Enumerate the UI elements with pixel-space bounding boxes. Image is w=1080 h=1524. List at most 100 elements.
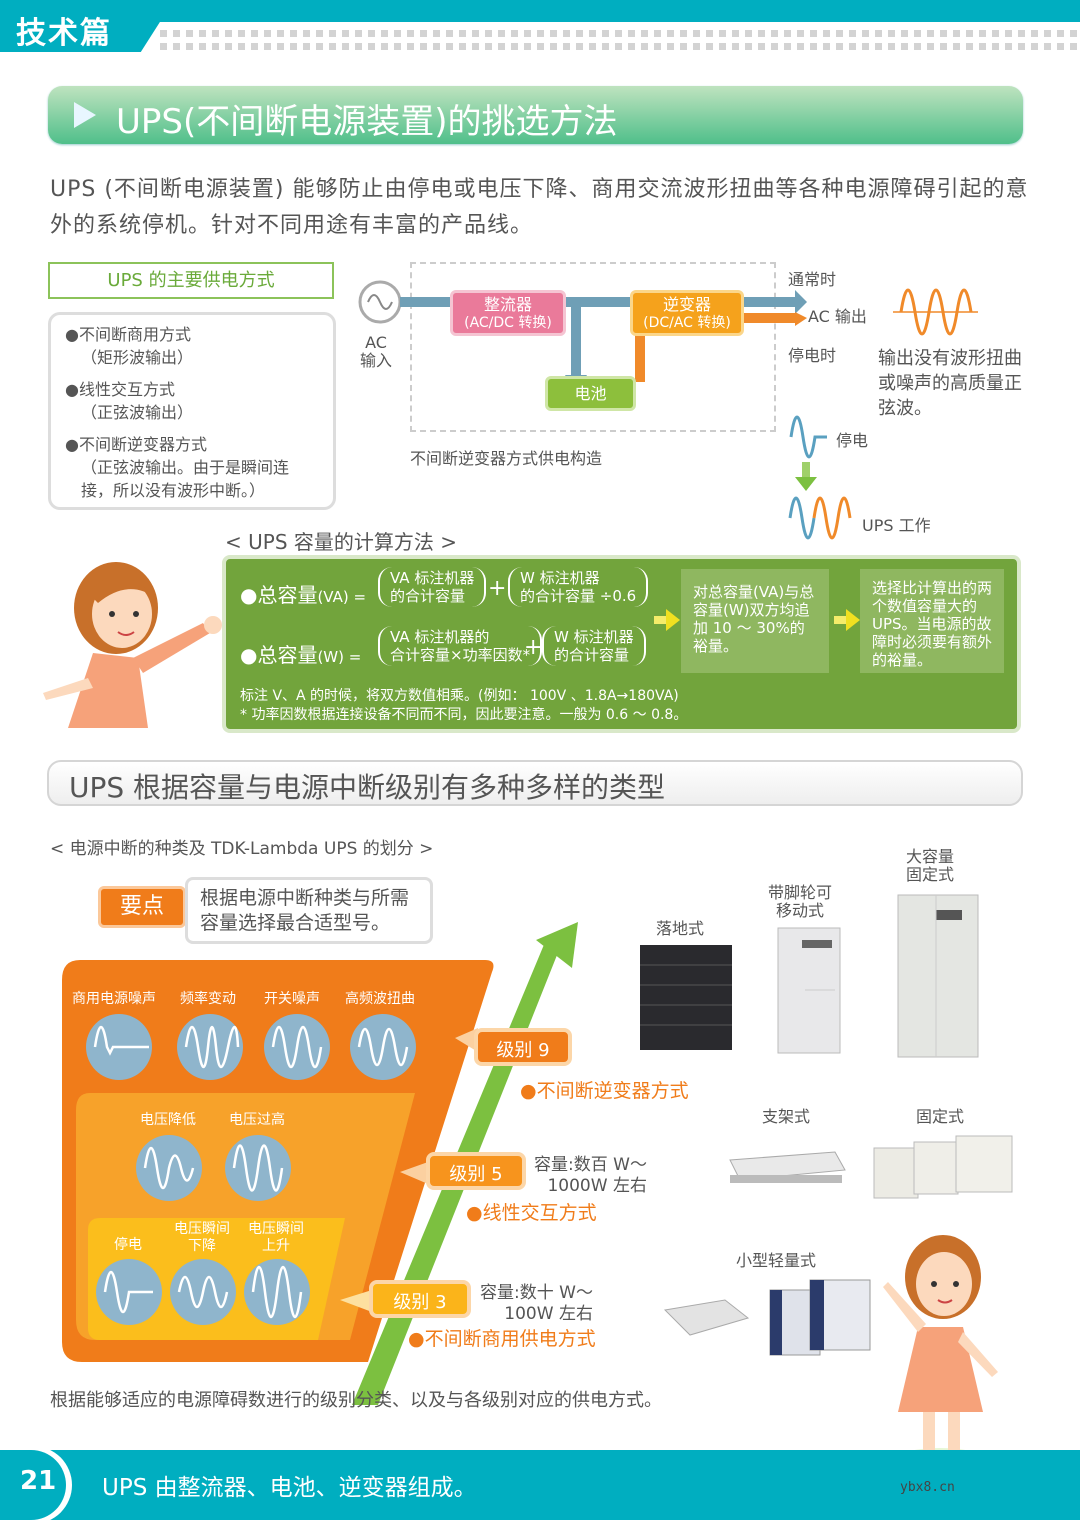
step-2-box: 选择比计算出的两个数值容量大的 UPS。当电源的故障时必须要有额外的裕量。 xyxy=(860,569,1004,673)
plus-sign: + xyxy=(488,576,507,601)
calc-note-2: * 功率因数根据连接设备不同而不同，因此要注意。一般为 0.6 ～ 0.8。 xyxy=(240,707,688,723)
item-note: （正弦波输出） xyxy=(81,403,194,422)
disturbance-label: 频率变动 xyxy=(180,991,236,1007)
page-number: 21 xyxy=(20,1466,57,1496)
large-type-label: 大容量 固定式 xyxy=(906,847,955,884)
item-name: ●线性交互方式 xyxy=(65,380,175,399)
floor-type-label: 落地式 xyxy=(656,919,705,938)
classify-caption: 根据能够适应的电源障碍数进行的级别分类、以及与各级别对应的供电方式。 xyxy=(50,1390,662,1411)
va-label: ●总容量 xyxy=(240,583,318,607)
quality-text: 输出没有波形扭曲或噪声的高质量正弦波。 xyxy=(878,348,1022,419)
w-term-1: VA 标注机器的 合计容量×功率因数* xyxy=(378,626,543,666)
outage-time-label: 停电时 xyxy=(788,346,837,365)
diagram-frame xyxy=(410,262,776,432)
section-tab-label: 技术篇 xyxy=(16,16,112,51)
woman-presenting-illustration xyxy=(883,1235,998,1476)
ac-input-label: AC 输入 xyxy=(360,333,393,370)
waveform-lines xyxy=(93,1025,409,1318)
w-label: ●总容量 xyxy=(240,643,318,667)
sine-wave-icon xyxy=(893,288,978,336)
diagram-caption: 不间断逆变器方式供电构造 xyxy=(410,449,603,468)
play-triangle-icon xyxy=(74,102,96,128)
caster-ups-image xyxy=(777,927,841,1054)
floor-ups-image xyxy=(640,945,732,1050)
key-point-text: 根据电源中断种类与所需容量选择最合适型号。 xyxy=(185,877,433,944)
dotted-strip xyxy=(160,30,1080,52)
fixed-ups-image xyxy=(873,1135,1013,1199)
disturbance-label: 电压过高 xyxy=(229,1112,285,1128)
down-arrow-icon xyxy=(795,462,817,491)
inverter-label: 逆变器 xyxy=(662,295,711,314)
yellow-arrow-icon xyxy=(654,609,680,631)
footer-text: UPS 由整流器、电池、逆变器组成。 xyxy=(102,1475,477,1501)
level-9-method: ●不间断逆变器方式 xyxy=(520,1080,689,1102)
large-ups-image xyxy=(897,894,979,1058)
list-item: ●不间断逆变器方式 （正弦波输出。由于是瞬间连接，所以没有波形中断。） xyxy=(65,433,319,502)
calc-note-1: 标注 V、A 的时候，将双方数值相乘。(例如： 100V 、1.8A→180VA… xyxy=(240,688,679,704)
inverter-sub: (DC/AC 转换) xyxy=(643,315,731,331)
fixed-type-label: 固定式 xyxy=(916,1107,965,1126)
level-3-method: ●不间断商用供电方式 xyxy=(408,1328,596,1350)
classify-heading: < 电源中断的种类及 TDK-Lambda UPS 的划分 > xyxy=(50,839,434,859)
w-unit: (W) = xyxy=(317,648,362,666)
plus-sign: + xyxy=(524,635,543,660)
level-5-badge: 级别 5 xyxy=(426,1152,526,1190)
section-title-1: UPS(不间断电源装置)的挑选方法 xyxy=(48,86,1023,144)
item-note: （矩形波输出） xyxy=(81,348,194,367)
calc-heading: < UPS 容量的计算方法 > xyxy=(225,530,457,554)
outage-label: 停电 xyxy=(836,431,869,450)
list-item: ●不间断商用方式 （矩形波输出） xyxy=(65,323,319,369)
ups-wave-icon xyxy=(788,496,852,540)
level-3-badge: 级别 3 xyxy=(369,1280,471,1318)
battery-box: 电池 xyxy=(545,376,636,411)
step-1-box: 对总容量(VA)与总容量(W)双方均追加 10 ～ 30%的裕量。 xyxy=(681,569,829,673)
list-item: ●线性交互方式 （正弦波输出） xyxy=(65,378,319,424)
compact-ups-image xyxy=(663,1279,871,1356)
disturbance-label: 商用电源噪声 xyxy=(72,991,156,1007)
top-band xyxy=(0,0,1080,22)
level-5-capacity: 容量:数百 W～ 1000W 左右 xyxy=(534,1155,647,1196)
item-name: ●不间断逆变器方式 xyxy=(65,435,207,454)
woman-pointing-illustration xyxy=(43,562,222,728)
ups-work-label: UPS 工作 xyxy=(862,516,931,535)
rectifier-sub: (AC/DC 转换) xyxy=(464,315,552,331)
disturbance-label: 停电 xyxy=(114,1237,142,1253)
w-term-2: W 标注机器 的合计容量 xyxy=(542,626,646,666)
disturbance-label: 开关噪声 xyxy=(264,991,320,1007)
disturbance-label: 电压瞬间 上升 xyxy=(248,1221,304,1254)
section-tab: 技术篇 xyxy=(0,0,160,52)
va-unit: (VA) = xyxy=(317,588,367,606)
disturbance-label: 高频波扭曲 xyxy=(345,991,415,1007)
arrow-head-icon xyxy=(536,922,578,968)
inverter-box: 逆变器(DC/AC 转换) xyxy=(630,290,744,336)
ac-output-label: AC 输出 xyxy=(808,307,867,326)
rectifier-label: 整流器 xyxy=(483,295,532,314)
w-formula-label: ●总容量(W) = xyxy=(240,639,361,668)
disturbance-label: 电压降低 xyxy=(140,1112,196,1128)
outage-wave-icon xyxy=(789,415,827,459)
yellow-arrow-icon xyxy=(834,609,860,631)
section-title-1-text: UPS(不间断电源装置)的挑选方法 xyxy=(116,102,618,142)
calc-box: ●总容量(VA) = VA 标注机器 的合计容量 + W 标注机器 的合计容量 … xyxy=(222,555,1021,733)
rack-ups-image xyxy=(729,1151,846,1183)
normal-label: 通常时 xyxy=(788,270,837,289)
rectifier-box: 整流器(AC/DC 转换) xyxy=(450,290,566,336)
intro-text: UPS (不间断电源装置) 能够防止由停电或电压下降、商用交流波形扭曲等各种电源… xyxy=(50,177,1029,238)
caster-type-label: 带脚轮可 移动式 xyxy=(768,883,833,920)
va-formula-label: ●总容量(VA) = xyxy=(240,579,366,608)
key-point-badge: 要点 xyxy=(98,886,186,928)
level-3-capacity: 容量:数十 W～ 100W 左右 xyxy=(480,1283,593,1324)
supply-heading: UPS 的主要供电方式 xyxy=(48,262,334,299)
watermark: ybx8.cn xyxy=(900,1480,955,1495)
level-5-method: ●线性交互方式 xyxy=(466,1202,597,1224)
ups-product-images xyxy=(640,894,1013,1356)
rack-type-label: 支架式 xyxy=(762,1107,811,1126)
footer-band xyxy=(0,1450,1080,1520)
compact-type-label: 小型轻量式 xyxy=(736,1251,817,1270)
disturbance-label: 电压瞬间 下降 xyxy=(174,1221,230,1254)
va-term-2: W 标注机器 的合计容量 ÷0.6 xyxy=(508,567,649,607)
item-note: （正弦波输出。由于是瞬间连接，所以没有波形中断。） xyxy=(81,458,290,500)
level-9-badge: 级别 9 xyxy=(474,1028,572,1066)
section-title-2: UPS 根据容量与电源中断级别有多种多样的类型 xyxy=(47,760,1023,806)
item-name: ●不间断商用方式 xyxy=(65,325,191,344)
